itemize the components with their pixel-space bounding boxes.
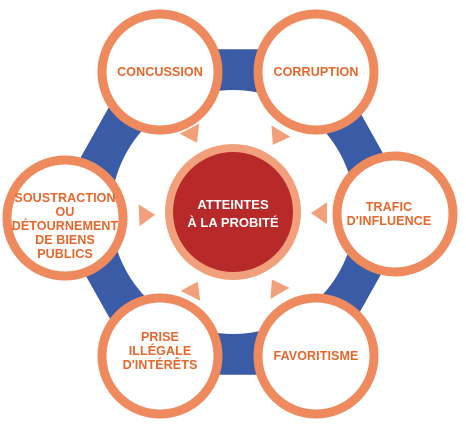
node-prise: [97, 293, 223, 419]
node-concussion: [97, 9, 223, 135]
nodes-group: [2, 9, 458, 419]
arrow-soustraction: [138, 204, 155, 227]
node-label-soustraction: SOUSTRACTION OU DÉTOURNEMENT DE BIENS PU…: [11, 191, 119, 261]
node-label-favoritisme: FAVORITISME: [273, 349, 359, 363]
arrow-favoritisme: [270, 279, 290, 299]
node-favoritisme: [253, 293, 379, 419]
node-label-trafic-influence: TRAFIC D'INFLUENCE: [346, 200, 432, 228]
node-label-concussion: CONCUSSION: [117, 65, 203, 79]
center-label: ATTEINTES À LA PROBITÉ: [187, 197, 279, 230]
node-corruption: [253, 9, 379, 135]
node-trafic: [332, 151, 458, 277]
node-label-corruption: CORRUPTION: [273, 65, 359, 79]
arrow-trafic: [311, 202, 328, 225]
arrow-corruption: [271, 125, 291, 145]
arrow-prise: [180, 281, 201, 301]
center-node: [173, 152, 293, 272]
arrows-group: [138, 123, 328, 301]
node-soustraction: [2, 155, 128, 281]
node-label-prise-illegale: PRISE ILLÉGALE D'INTÉRÊTS: [122, 330, 198, 372]
arrow-concussion: [179, 123, 200, 143]
